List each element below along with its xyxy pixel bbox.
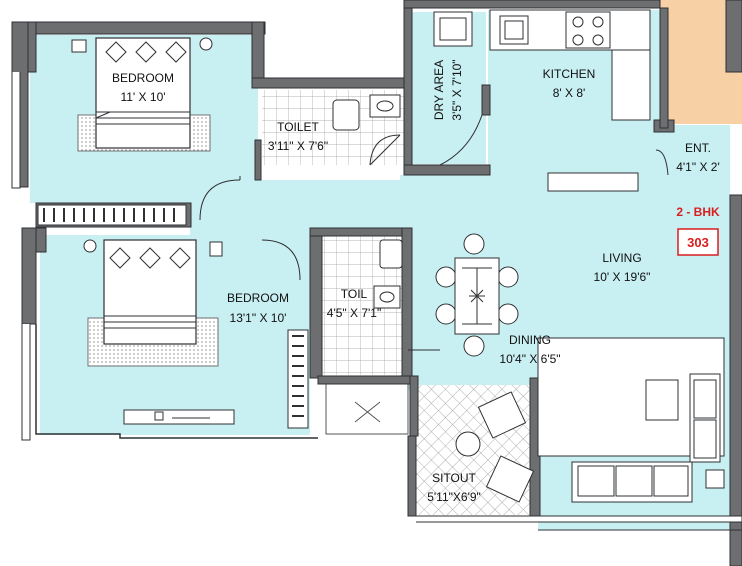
- ent-name: ENT.: [685, 141, 711, 155]
- dining-size: 10'4" X 6'5": [499, 352, 560, 366]
- side-table: [209, 241, 223, 257]
- lamp-icon: [83, 239, 97, 253]
- lamp-icon: [199, 37, 213, 51]
- kitchen-name: KITCHEN: [543, 67, 596, 81]
- bedroom2-wall-outline: [35, 324, 318, 439]
- window-bottom: [416, 515, 742, 523]
- unit-number: 303: [687, 235, 709, 250]
- wc-icon: [379, 239, 403, 269]
- bedroom1-name: BEDROOM: [112, 71, 174, 85]
- bedroom1-size: 11' X 10': [120, 90, 165, 104]
- window-left: [21, 324, 31, 441]
- ent-size: 4'1" X 2': [676, 160, 720, 174]
- unit-type: 2 - BHK: [676, 205, 720, 219]
- sofa-icon: [571, 373, 721, 503]
- bed-icon: [77, 37, 211, 152]
- wardrobe-icon: [287, 329, 309, 429]
- sitout-name: SITOUT: [432, 471, 476, 485]
- armchair-icon: [455, 391, 535, 503]
- room-labels: BEDROOM 11' X 10' TOILET 3'11" X 7'6" DR…: [112, 59, 720, 504]
- bed-icon: [87, 239, 219, 367]
- wc-icon: [332, 99, 360, 131]
- side-table: [705, 469, 725, 489]
- coffee-table: [645, 379, 679, 421]
- sitout-size: 5'11"X6'9": [427, 490, 481, 504]
- living-name: LIVING: [602, 251, 641, 265]
- tv-unit-icon: [123, 409, 235, 425]
- kitchen-size: 8' X 8': [553, 86, 586, 100]
- living-size: 10' X 19'6": [594, 270, 651, 284]
- shoe-rack: [547, 172, 639, 192]
- dry-area-name: DRY AREA: [432, 60, 446, 120]
- bedroom2-name: BEDROOM: [227, 291, 289, 305]
- toilet-name: TOILET: [277, 120, 319, 134]
- stove-icon: [565, 11, 611, 49]
- sink-icon: [499, 15, 529, 45]
- unit-number-box: [677, 228, 719, 256]
- toilet-size: 3'11" X 7'6": [268, 139, 328, 153]
- doors: [199, 114, 669, 351]
- toil-size: 4'5" X 7'1": [327, 306, 381, 320]
- dining-table-icon: [435, 233, 519, 357]
- side-table: [71, 39, 87, 53]
- shaft: [325, 383, 409, 435]
- toil-name: TOIL: [341, 287, 368, 301]
- dry-area-size: 3'5" X 7'10": [450, 59, 464, 120]
- wardrobe-icon: [37, 204, 187, 226]
- bedroom2-size: 13'1" X 10': [230, 311, 287, 325]
- dining-name: DINING: [509, 333, 551, 347]
